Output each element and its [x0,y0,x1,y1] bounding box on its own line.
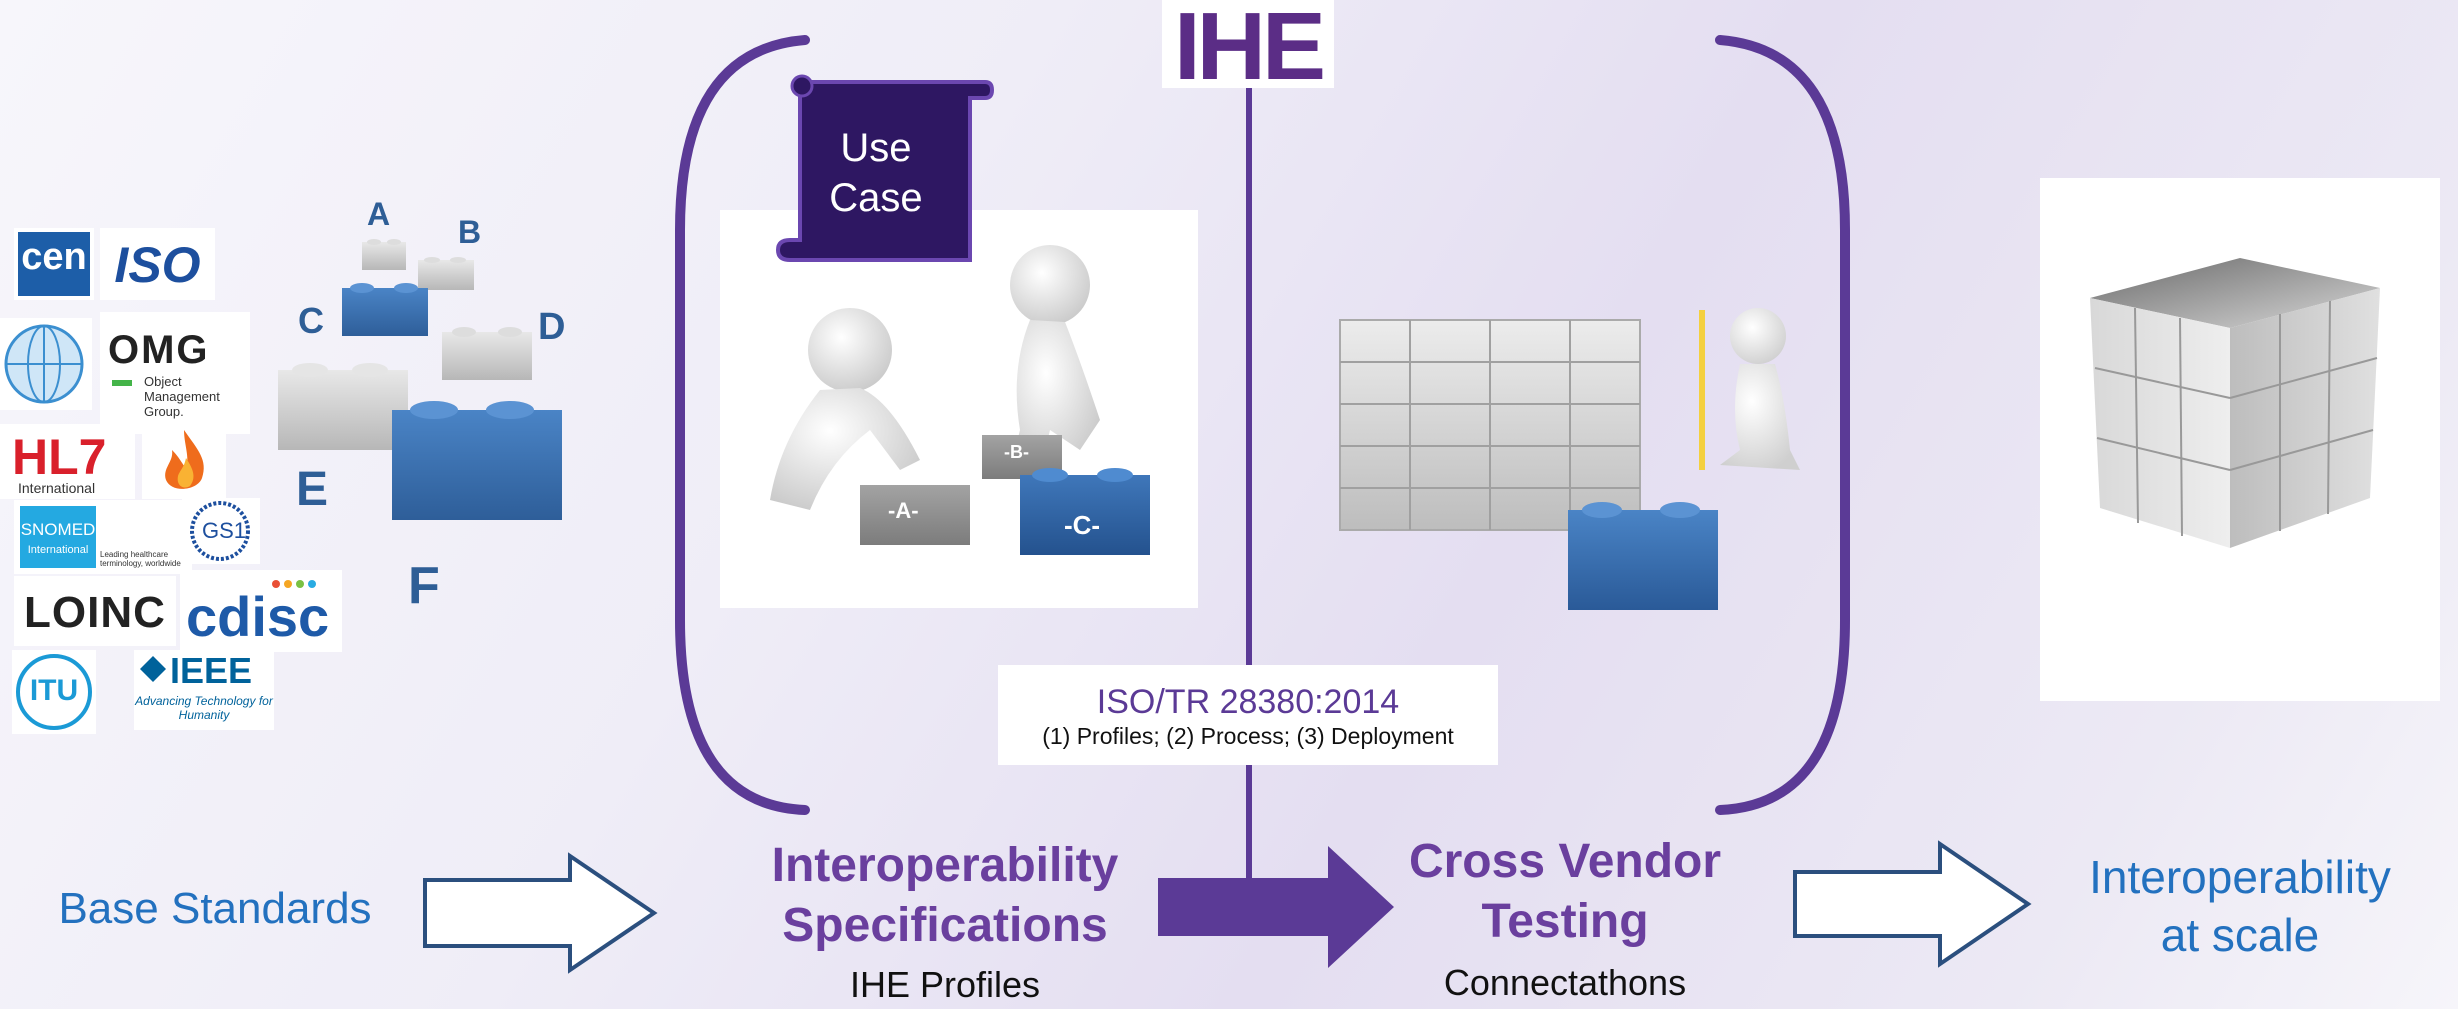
left-bracket [675,35,810,815]
cdisc-logo: cdisc [180,570,342,652]
brick-label-c-small: -C- [1064,510,1101,540]
scattered-bricks [278,239,562,520]
brick-label-b: B [458,214,482,250]
ieee-diamond-icon [140,656,166,682]
brick-label-f: F [408,557,440,615]
iso-note-subtitle: (1) Profiles; (2) Process; (3) Deploymen… [1042,723,1454,749]
base-standards-label: Base Standards [58,884,372,933]
brick-d [442,327,532,380]
ihe-logo-text: IHE [1173,0,1326,100]
interop-scale-line2: at scale [2160,909,2320,961]
use-case-line1: Use [840,126,912,170]
brick-label-b-small: -B- [1004,442,1029,462]
who-logo [0,318,92,410]
cube-icon [2090,258,2380,548]
brick-e [278,363,408,450]
brick-b [418,257,474,290]
use-case-line2: Case [829,176,923,220]
gs1-logo: GS1 [182,498,260,564]
ihe-logo: IHE [1162,0,1334,100]
interop-specs-line1: Interoperability [771,839,1119,892]
iso-logo: ISO [100,228,215,300]
ihe-profiles-label: IHE Profiles [849,964,1041,1005]
use-case-scroll [775,74,995,262]
arrow-specs-to-testing [1158,846,1394,968]
fhir-logo [142,424,226,499]
cross-vendor-line2: Testing [1481,895,1649,948]
center-divider [1246,88,1252,878]
connectathons-label: Connectathons [1443,962,1687,1003]
brick-a [362,239,406,270]
ieee-logo: IEEE Advancing Technology for Humanity [134,650,274,730]
arrow-base-to-specs [423,852,658,974]
iso-note: ISO/TR 28380:2014 (1) Profiles; (2) Proc… [998,665,1498,765]
arrow-testing-to-scale [1793,840,2032,968]
snomed-logo: SNOMED International Leading healthcare … [14,500,192,574]
interop-scale-line1: Interoperability [2089,851,2391,903]
brick-label-a-small: -A- [888,498,919,523]
brick-f [392,401,562,520]
brick-label-e: E [296,463,329,516]
figures-building-icon [770,245,1150,555]
hl7-logo: HL7 International [0,424,135,499]
brick-label-c: C [298,300,324,341]
brick-label-a: A [367,196,391,232]
itu-globe-icon [16,654,92,730]
cen-logo: cen [14,228,94,300]
cube-image [2040,178,2440,701]
brick-wall-image [1339,308,1800,610]
use-case-image: -A- -B- -C- [720,210,1198,608]
loinc-logo: LOINC [14,576,176,646]
globe-icon [4,324,84,404]
right-bracket [1715,35,1850,815]
flame-icon [165,430,204,489]
cross-vendor-line1: Cross Vendor [1408,835,1722,888]
brick-label-d: D [538,306,566,348]
interop-specs-line2: Specifications [782,899,1108,952]
iso-note-title: ISO/TR 28380:2014 [1096,683,1400,721]
gs1-ring-icon [190,501,250,561]
brick-c [342,283,428,336]
itu-logo: ITU [12,650,96,734]
omg-logo: OMG Object Management Group. [100,312,250,434]
